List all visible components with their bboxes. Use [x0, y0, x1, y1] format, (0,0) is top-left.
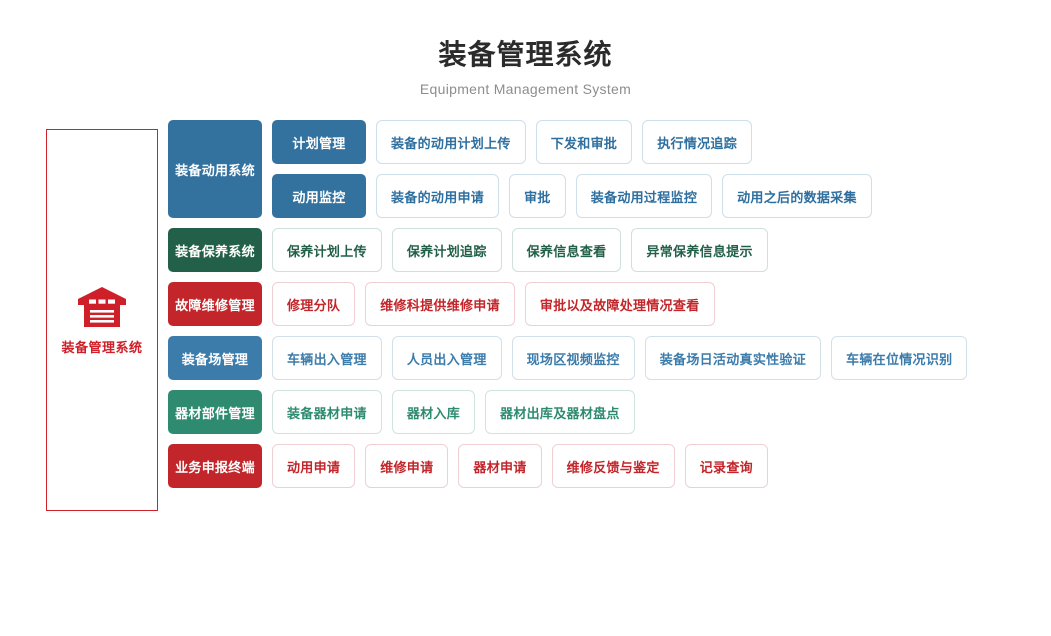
subcategory-block[interactable]: 计划管理 — [272, 120, 366, 164]
feature-node[interactable]: 动用之后的数据采集 — [722, 174, 872, 218]
subgroup-row: 保养计划上传保养计划追踪保养信息查看异常保养信息提示 — [272, 228, 768, 272]
category-block[interactable]: 装备动用系统 — [168, 120, 262, 218]
feature-node[interactable]: 审批以及故障处理情况查看 — [524, 282, 715, 326]
feature-node[interactable]: 器材申请 — [458, 444, 542, 488]
feature-node[interactable]: 维修科提供维修申请 — [365, 282, 515, 326]
row-content: 动用申请维修申请器材申请维修反馈与鉴定记录查询 — [272, 444, 768, 488]
diagram-row: 装备动用系统计划管理装备的动用计划上传下发和审批执行情况追踪动用监控装备的动用申… — [168, 120, 967, 218]
feature-node[interactable]: 保养计划追踪 — [391, 228, 502, 272]
feature-node[interactable]: 维修申请 — [365, 444, 449, 488]
subgroup-row: 修理分队维修科提供维修申请审批以及故障处理情况查看 — [272, 282, 715, 326]
feature-node[interactable]: 装备场日活动真实性验证 — [644, 336, 822, 380]
system-overview-label: 装备管理系统 — [61, 339, 143, 355]
category-block[interactable]: 装备保养系统 — [168, 228, 262, 272]
system-overview-panel: 装备管理系统 — [46, 129, 158, 511]
page-header: 装备管理系统 Equipment Management System — [0, 0, 1051, 97]
feature-node[interactable]: 保养信息查看 — [511, 228, 622, 272]
feature-node[interactable]: 记录查询 — [684, 444, 768, 488]
feature-node[interactable]: 车辆在位情况识别 — [831, 336, 968, 380]
row-content: 车辆出入管理人员出入管理现场区视频监控装备场日活动真实性验证车辆在位情况识别 — [272, 336, 968, 380]
category-block[interactable]: 故障维修管理 — [168, 282, 262, 326]
subgroup-row: 动用申请维修申请器材申请维修反馈与鉴定记录查询 — [272, 444, 768, 488]
feature-node[interactable]: 修理分队 — [272, 282, 356, 326]
feature-node[interactable]: 器材入库 — [391, 390, 476, 434]
page-subtitle: Equipment Management System — [419, 80, 632, 97]
feature-node[interactable]: 动用申请 — [272, 444, 356, 488]
feature-node[interactable]: 装备的动用申请 — [376, 174, 500, 218]
feature-node[interactable]: 执行情况追踪 — [642, 120, 753, 164]
row-content: 计划管理装备的动用计划上传下发和审批执行情况追踪动用监控装备的动用申请审批装备动… — [272, 120, 872, 218]
subgroup-row: 动用监控装备的动用申请审批装备动用过程监控动用之后的数据采集 — [272, 174, 872, 218]
subgroup-row: 计划管理装备的动用计划上传下发和审批执行情况追踪 — [272, 120, 872, 164]
feature-node[interactable]: 装备动用过程监控 — [575, 174, 713, 218]
diagram-row: 器材部件管理装备器材申请器材入库器材出库及器材盘点 — [168, 390, 967, 434]
row-container: 装备动用系统计划管理装备的动用计划上传下发和审批执行情况追踪动用监控装备的动用申… — [168, 120, 968, 498]
row-content: 保养计划上传保养计划追踪保养信息查看异常保养信息提示 — [272, 228, 768, 272]
feature-node[interactable]: 审批 — [509, 174, 566, 218]
feature-node[interactable]: 车辆出入管理 — [272, 336, 382, 380]
feature-node[interactable]: 维修反馈与鉴定 — [551, 444, 675, 488]
category-block[interactable]: 业务申报终端 — [168, 444, 262, 488]
category-block[interactable]: 装备场管理 — [168, 336, 262, 380]
subgroup-row: 装备器材申请器材入库器材出库及器材盘点 — [272, 390, 635, 434]
diagram-row: 故障维修管理修理分队维修科提供维修申请审批以及故障处理情况查看 — [168, 282, 967, 326]
subgroup-row: 车辆出入管理人员出入管理现场区视频监控装备场日活动真实性验证车辆在位情况识别 — [272, 336, 968, 380]
row-content: 修理分队维修科提供维修申请审批以及故障处理情况查看 — [272, 282, 715, 326]
feature-node[interactable]: 保养计划上传 — [272, 228, 382, 272]
feature-node[interactable]: 现场区视频监控 — [511, 336, 635, 380]
page-title: 装备管理系统 — [438, 39, 613, 70]
warehouse-icon — [76, 285, 128, 329]
feature-node[interactable]: 装备器材申请 — [272, 390, 382, 434]
subcategory-block[interactable]: 动用监控 — [272, 174, 366, 218]
diagram-row: 装备场管理车辆出入管理人员出入管理现场区视频监控装备场日活动真实性验证车辆在位情… — [168, 336, 968, 380]
feature-node[interactable]: 器材出库及器材盘点 — [485, 390, 635, 434]
feature-node[interactable]: 人员出入管理 — [391, 336, 502, 380]
feature-node[interactable]: 异常保养信息提示 — [631, 228, 768, 272]
feature-node[interactable]: 下发和审批 — [535, 120, 633, 164]
diagram-row: 装备保养系统保养计划上传保养计划追踪保养信息查看异常保养信息提示 — [168, 228, 967, 272]
row-content: 装备器材申请器材入库器材出库及器材盘点 — [272, 390, 635, 434]
category-block[interactable]: 器材部件管理 — [168, 390, 262, 434]
feature-node[interactable]: 装备的动用计划上传 — [376, 120, 526, 164]
diagram-row: 业务申报终端动用申请维修申请器材申请维修反馈与鉴定记录查询 — [168, 444, 967, 488]
